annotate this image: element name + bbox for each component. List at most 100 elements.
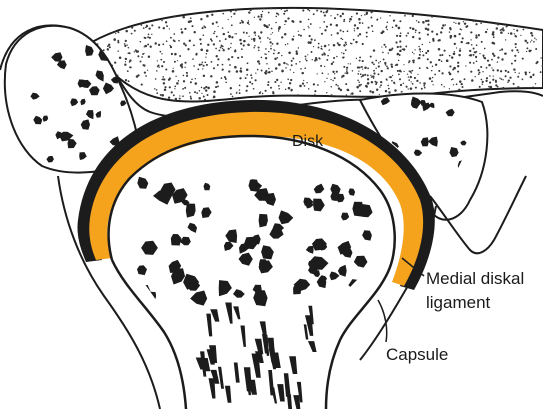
stipple-dot	[261, 70, 263, 72]
stipple-dot	[470, 71, 472, 73]
stipple-dot	[362, 69, 363, 70]
stipple-dot	[434, 74, 436, 76]
stipple-dot	[129, 14, 131, 16]
trabecular-strut	[218, 367, 224, 389]
stipple-dot	[145, 26, 147, 28]
stipple-dot	[239, 92, 241, 94]
stipple-dot	[317, 73, 318, 74]
stipple-dot	[326, 92, 327, 93]
stipple-dot	[489, 75, 490, 76]
stipple-dot	[499, 10, 501, 12]
stipple-dot	[438, 39, 440, 41]
stipple-dot	[270, 48, 272, 50]
stipple-dot	[148, 8, 150, 10]
stipple-dot	[160, 51, 162, 53]
stipple-dot	[324, 14, 326, 16]
stipple-dot	[193, 65, 195, 67]
stipple-dot	[427, 24, 429, 26]
stipple-dot	[419, 38, 421, 40]
stipple-dot	[438, 48, 441, 51]
stipple-dot	[166, 25, 168, 27]
stipple-dot	[330, 15, 331, 16]
stipple-dot	[530, 41, 531, 42]
stipple-dot	[465, 65, 466, 66]
stipple-dot	[401, 5, 403, 7]
stipple-dot	[372, 75, 374, 77]
stipple-dot	[260, 14, 262, 16]
stipple-dot	[524, 40, 526, 42]
stipple-dot	[470, 39, 471, 40]
stipple-dot	[418, 21, 420, 23]
stipple-dot	[222, 69, 224, 71]
stipple-dot	[290, 79, 292, 81]
trabecular-hole	[306, 246, 314, 254]
condyle-outline	[109, 136, 395, 409]
stipple-dot	[176, 82, 179, 85]
stipple-dot	[399, 78, 401, 80]
stipple-dot	[485, 31, 487, 33]
stipple-dot	[255, 34, 256, 35]
stipple-dot	[274, 81, 276, 83]
stipple-dot	[491, 59, 493, 61]
stipple-dot	[288, 52, 291, 55]
stipple-dot	[142, 17, 145, 20]
stipple-dot	[162, 5, 164, 7]
stipple-dot	[147, 36, 149, 38]
stipple-dot	[174, 86, 176, 88]
stipple-dot	[456, 47, 457, 48]
stipple-dot	[386, 78, 388, 80]
stipple-dot	[296, 52, 299, 55]
stipple-dot	[137, 50, 139, 52]
stipple-dot	[530, 32, 532, 34]
stipple-dot	[239, 22, 241, 24]
stipple-dot	[233, 13, 235, 15]
stipple-dot	[493, 100, 495, 102]
stipple-dot	[287, 79, 289, 81]
stipple-dot	[464, 78, 466, 80]
stipple-dot	[330, 23, 332, 25]
stipple-dot	[312, 59, 313, 60]
stipple-dot	[403, 71, 404, 72]
stipple-dot	[359, 22, 361, 24]
stipple-dot	[131, 27, 133, 29]
stipple-dot	[105, 30, 107, 32]
stipple-dot	[253, 47, 254, 48]
stipple-dot	[415, 32, 416, 33]
stipple-dot	[320, 5, 322, 7]
stipple-dot	[328, 50, 329, 51]
condyle-trabeculae	[137, 177, 373, 409]
stipple-dot	[409, 27, 411, 29]
stipple-dot	[380, 81, 382, 83]
stipple-dot	[103, 49, 105, 51]
stipple-dot	[143, 27, 145, 29]
stipple-dot	[471, 44, 473, 46]
stipple-dot	[131, 33, 133, 35]
stipple-dot	[146, 12, 147, 13]
stipple-dot	[513, 83, 515, 85]
stipple-dot	[237, 57, 239, 59]
stipple-dot	[262, 93, 264, 95]
stipple-dot	[349, 18, 352, 21]
stipple-dot	[508, 33, 509, 34]
stipple-dot	[332, 71, 334, 73]
stipple-dot	[144, 71, 146, 73]
stipple-dot	[184, 67, 185, 68]
stipple-dot	[503, 22, 504, 23]
stipple-dot	[480, 66, 482, 68]
stipple-dot	[520, 18, 522, 20]
stipple-dot	[228, 58, 230, 60]
stipple-dot	[387, 85, 389, 87]
stipple-dot	[383, 44, 385, 46]
stipple-dot	[431, 80, 433, 82]
stipple-dot	[397, 46, 399, 48]
stipple-dot	[258, 63, 260, 65]
stipple-dot	[97, 9, 99, 11]
stipple-dot	[291, 64, 293, 66]
stipple-dot	[143, 9, 145, 11]
stipple-dot	[179, 7, 181, 9]
stipple-dot	[530, 50, 532, 52]
stipple-dot	[487, 16, 489, 18]
stipple-dot	[357, 66, 359, 68]
stipple-dot	[171, 91, 173, 93]
stipple-dot	[375, 68, 376, 69]
